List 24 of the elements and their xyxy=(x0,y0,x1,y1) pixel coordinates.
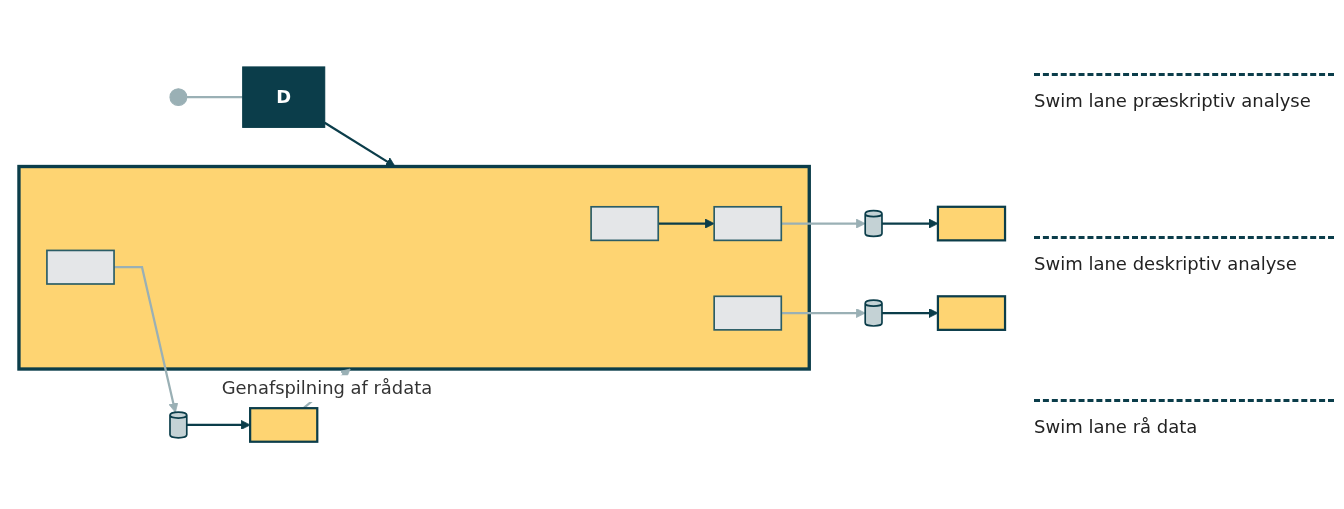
arrow xyxy=(114,266,179,413)
node-box: D xyxy=(242,66,326,129)
connector xyxy=(186,96,243,99)
node-cylinder xyxy=(169,411,188,439)
arrow xyxy=(781,308,866,319)
node-box xyxy=(713,206,783,242)
cluster xyxy=(17,165,811,371)
node-cylinder xyxy=(864,210,883,238)
node-box xyxy=(936,205,1007,242)
lane-label: Swim lane præskriptiv analyse xyxy=(1034,72,1334,111)
node-box xyxy=(936,295,1007,332)
arrow xyxy=(658,218,715,229)
node-box xyxy=(590,206,660,242)
node-box xyxy=(249,407,319,443)
node-box xyxy=(713,295,783,331)
edge-label: Genafspilning af rådata xyxy=(221,377,433,399)
arrow xyxy=(324,121,396,168)
lane-label: Swim lane deskriptiv analyse xyxy=(1034,235,1334,274)
arrow xyxy=(781,218,866,229)
arrow xyxy=(186,420,251,431)
node-circle xyxy=(169,88,188,107)
lane-label: Swim lane rå data xyxy=(1034,398,1334,437)
node-cylinder xyxy=(864,299,883,327)
node-box xyxy=(46,249,115,285)
